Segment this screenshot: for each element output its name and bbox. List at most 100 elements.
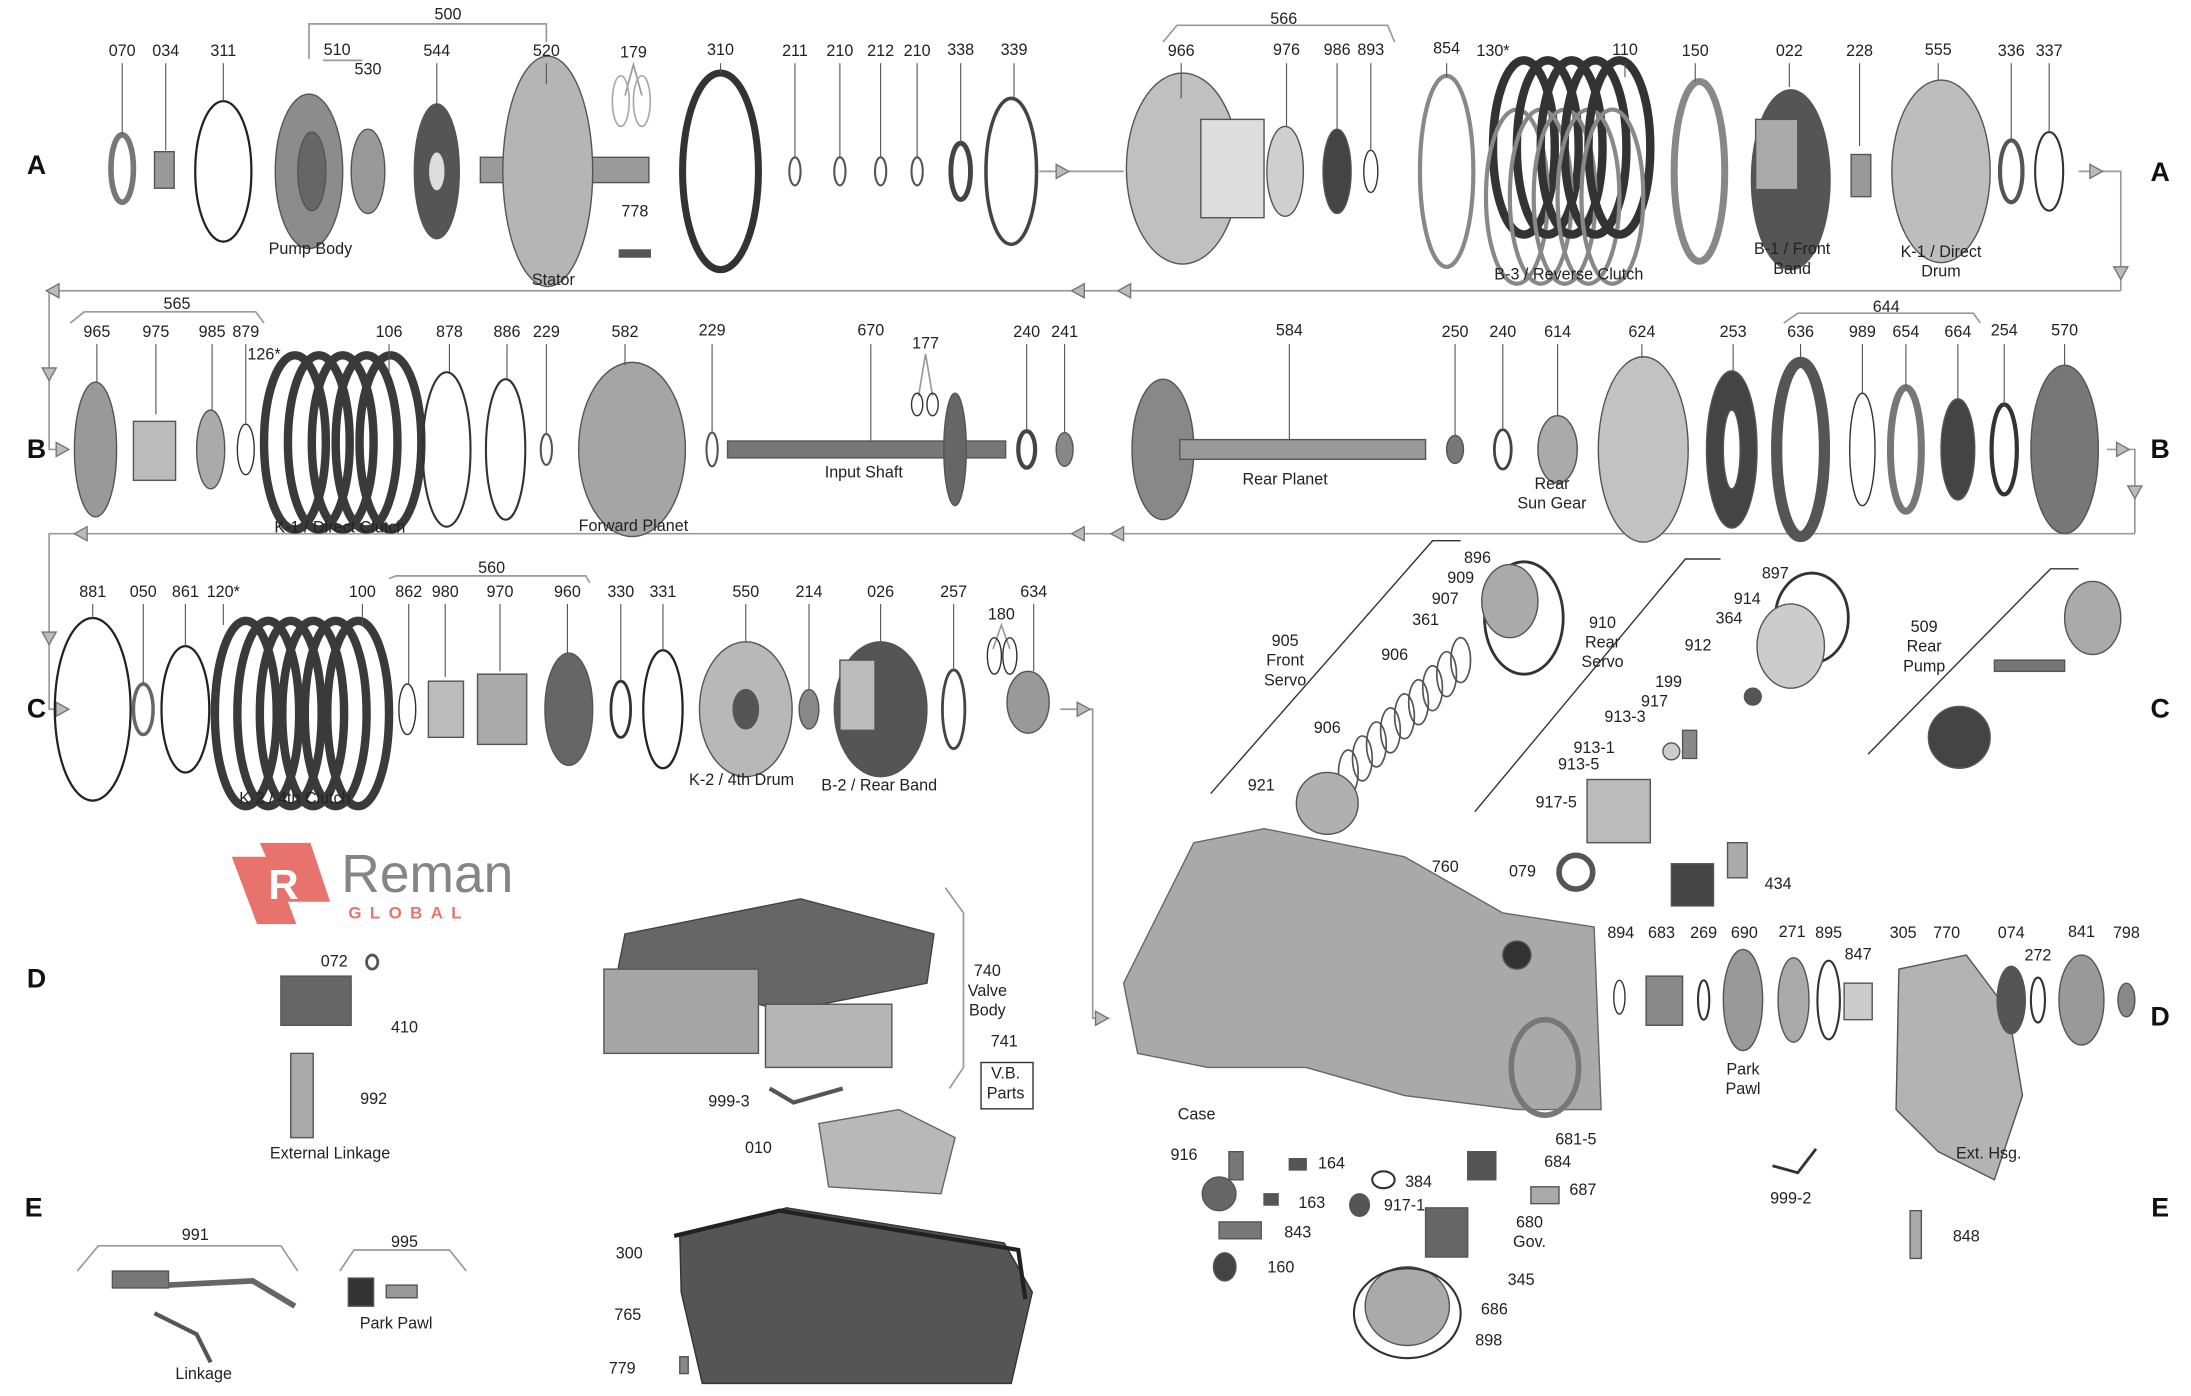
part-callout-229: 229: [532, 324, 560, 342]
part-callout-854: 854: [1433, 40, 1461, 58]
part-callout-921: 921: [1247, 778, 1275, 795]
part-callout-995: 995: [391, 1234, 418, 1252]
part-callout-570: 570: [2051, 323, 2079, 340]
flow-arrow-icon: [1116, 282, 1132, 299]
bracket-line: [339, 1249, 467, 1272]
part-callout-893: 893: [1357, 42, 1385, 59]
ring-240: [1016, 429, 1038, 470]
rear-servo-spring: [1681, 729, 1698, 760]
clutch-636: [1771, 356, 1831, 543]
4th-clutch-plate: [210, 616, 281, 811]
part-callout-843: 843: [1284, 1224, 1312, 1242]
rear-planet-shaft: [1179, 438, 1427, 460]
part-callout-070: 070: [108, 43, 136, 61]
logo-mark-icon: R: [231, 842, 331, 925]
part-callout-500: 500: [434, 7, 462, 24]
component-part: [1743, 687, 1762, 706]
park-pawl-995: [347, 1277, 375, 1307]
caption-linkage: Linkage: [175, 1366, 232, 1384]
flange-841: [2058, 954, 2105, 1046]
flow-arrow-icon: [2089, 163, 2104, 180]
drum-624: [1597, 356, 1689, 543]
part-callout-311: 311: [210, 43, 237, 61]
seal-079: [1556, 852, 1596, 892]
ring-180: [1002, 636, 1018, 675]
servo-spring: [1421, 664, 1444, 712]
flow-arrow-icon: [1076, 701, 1092, 718]
component-part: [427, 150, 446, 192]
part-callout-895: 895: [1815, 925, 1843, 943]
caption-input-shaft: Input Shaft: [824, 464, 903, 482]
part-callout-897: 897: [1761, 566, 1789, 583]
part-callout-164: 164: [1317, 1155, 1345, 1173]
rear-servo-piston: [1756, 603, 1826, 689]
flow-arrow-icon: [1094, 1010, 1110, 1027]
part-callout-269: 269: [1690, 925, 1718, 943]
part-callout-861: 861: [171, 584, 199, 602]
part-callout-913-1: 913-1: [1573, 740, 1615, 758]
seal-ring: [910, 156, 924, 187]
drain-plug-779: [679, 1356, 689, 1375]
svg-text:R: R: [268, 861, 298, 908]
component-part: [385, 1284, 418, 1299]
part-callout-991: 991: [181, 1227, 209, 1245]
component-part: [839, 659, 876, 732]
part-callout-339: 339: [1000, 42, 1028, 59]
part-callout-240: 240: [1489, 324, 1517, 342]
part-callout-778: 778: [621, 203, 649, 221]
seal-074: [1996, 965, 2026, 1035]
row-marker-e: E: [24, 1193, 43, 1224]
component-part: [1200, 118, 1265, 219]
direct-clutch-plate: [331, 351, 402, 534]
filter-010: [818, 1108, 956, 1195]
part-callout-765: 765: [614, 1307, 642, 1325]
sensor-916: [1201, 1176, 1237, 1212]
part-callout-670: 670: [857, 323, 885, 340]
external-linkage-992: [290, 1052, 314, 1139]
snap-ring-854: [1417, 73, 1476, 269]
o-ring-311: [194, 100, 253, 243]
bolt-778: [618, 249, 651, 258]
caption-parts: V.B. Parts: [986, 1066, 1025, 1103]
governor-680: [1424, 1207, 1469, 1258]
direct-clutch-plate: [259, 351, 331, 534]
part-callout-976: 976: [1273, 42, 1300, 59]
part-callout-582: 582: [611, 324, 639, 342]
part-callout-300: 300: [615, 1245, 643, 1263]
component-part: [732, 688, 760, 730]
row-marker-b: B: [26, 435, 47, 465]
flow-arrow-icon: [2115, 441, 2131, 458]
part-callout-999-2: 999-2: [1770, 1191, 1812, 1208]
part-callout-310: 310: [707, 42, 734, 59]
part-callout-560: 560: [478, 560, 506, 578]
neutral-switch-410: [280, 975, 352, 1026]
caption-case: Case: [1177, 1106, 1216, 1124]
part-callout-584: 584: [1275, 323, 1303, 340]
reman-global-logo: R Reman GLOBAL: [229, 842, 552, 927]
ring-269: [1696, 979, 1711, 1021]
part-callout-916: 916: [1170, 1147, 1198, 1165]
part-callout-965: 965: [83, 324, 111, 342]
part-callout-110: 110: [1612, 42, 1638, 59]
row-marker-e: E: [2151, 1193, 2170, 1224]
springs-970: [476, 673, 528, 746]
part-callout-914: 914: [1733, 591, 1761, 609]
flow-arrow-icon: [72, 525, 88, 542]
row-marker-a: A: [26, 151, 47, 182]
component-part: [1662, 742, 1681, 761]
caption-band: B-1 / Front Band: [1753, 241, 1831, 279]
direct-drum-555: [1891, 79, 1991, 264]
servo-spring: [1379, 707, 1402, 754]
servo-spring: [1407, 678, 1430, 726]
part-callout-681-5: 681-5: [1555, 1132, 1597, 1149]
caption-k-2-4th-drum: K-2 / 4th Drum: [689, 772, 795, 790]
part-callout-336: 336: [1997, 43, 2025, 61]
ring-336: [1997, 138, 2025, 205]
part-callout-975: 975: [142, 324, 170, 342]
4th-clutch-plate: [323, 616, 394, 811]
springs-975: [132, 420, 177, 482]
seal-338: [948, 140, 973, 202]
bearing-241: [1055, 431, 1074, 467]
transmission-case-760: [1122, 827, 1602, 1111]
caption-gov-: 680 Gov.: [1513, 1214, 1546, 1252]
